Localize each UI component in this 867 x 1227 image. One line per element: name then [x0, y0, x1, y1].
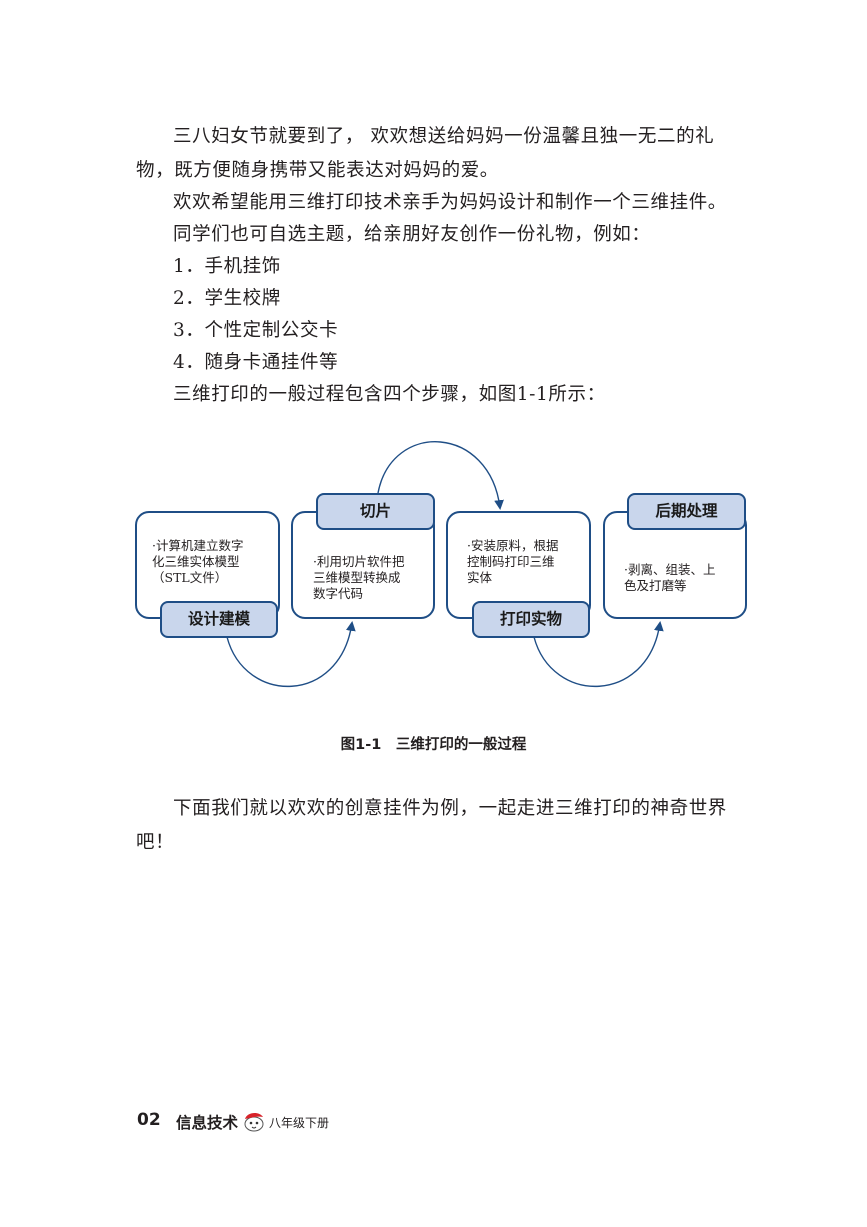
intro-paragraph-2: 欢欢希望能用三维打印技术亲手为妈妈设计和制作一个三维挂件。 [173, 192, 727, 213]
list-item: 2．学生校牌 [173, 288, 281, 309]
book-subtitle: 八年级下册 [269, 1116, 330, 1130]
figure-caption: 图1-1 三维打印的一般过程 [340, 737, 527, 753]
step-description: ·利用切片软件把 三维模型转换成 数字代码 [313, 554, 405, 601]
mascot-logo-icon [244, 1113, 264, 1132]
step-description: ·计算机建立数字 化三维实体模型 （STL文件） [152, 538, 244, 585]
list-item: 3．个性定制公交卡 [173, 320, 339, 341]
step-label-design: 设计建模 [160, 601, 278, 638]
list-item: 1．手机挂饰 [173, 256, 281, 277]
step-description: ·剥离、组装、上 色及打磨等 [624, 562, 716, 593]
book-title: 信息技术 [176, 1114, 239, 1132]
step-description: ·安装原料，根据 控制码打印三维 实体 [467, 538, 559, 585]
outro-paragraph: 下面我们就以欢欢的创意挂件为例，一起走进三维打印的神奇世界吧！ [136, 798, 727, 853]
step-label-post: 后期处理 [627, 493, 746, 530]
step-label-print: 打印实物 [472, 601, 590, 638]
intro-paragraph-1: 三八妇女节就要到了， 欢欢想送给妈妈一份温馨且独一无二的礼物，既方便随身携带又能… [136, 126, 715, 181]
list-item: 4．随身卡通挂件等 [173, 352, 339, 373]
page-number: 02 [137, 1110, 161, 1130]
intro-paragraph-3: 同学们也可自选主题，给亲朋好友创作一份礼物，例如： [173, 224, 651, 245]
step-label-slice: 切片 [316, 493, 435, 530]
intro-paragraph-4: 三维打印的一般过程包含四个步骤，如图1-1所示： [173, 384, 606, 405]
